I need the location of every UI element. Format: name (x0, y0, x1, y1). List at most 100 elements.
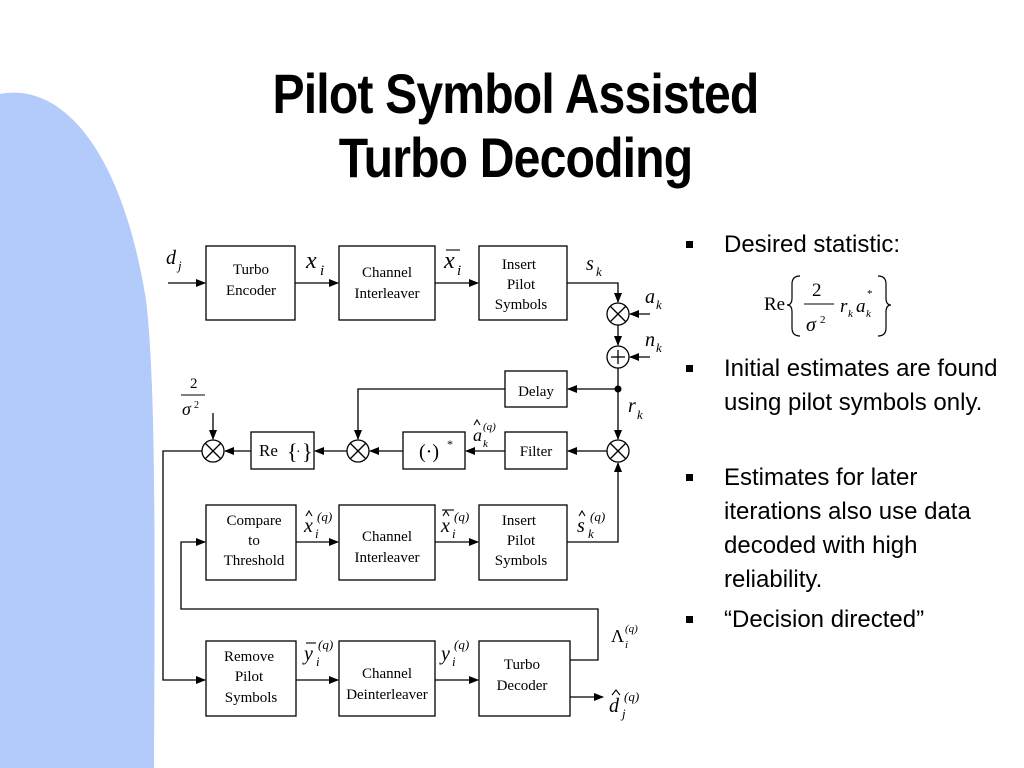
bullet-square-icon (686, 474, 693, 481)
bullet-text: Estimates for later iterations also use … (724, 464, 971, 593)
delay-label: Delay (518, 384, 554, 400)
formula-re: Re (764, 294, 785, 315)
remove-pilot-label-1: Remove (224, 649, 274, 665)
signal-xbarhat: x (440, 515, 450, 537)
signal-xhat: x (303, 515, 313, 537)
signal-dhat-sup: (q) (624, 689, 639, 704)
signal-lambda-sup: (q) (625, 623, 638, 635)
signal-s: s (586, 253, 594, 275)
formula-r: r (840, 296, 848, 317)
signal-d: d (166, 247, 177, 269)
bullet-text: Initial estimates are found using pilot … (724, 355, 998, 416)
deinterleaver-label-1: Channel (362, 666, 412, 682)
signal-ahat-sup: (q) (483, 421, 496, 433)
signal-y: y (439, 643, 450, 665)
signal-d-sub: j (176, 258, 182, 273)
signal-ahat-sub: k (483, 438, 489, 450)
desired-statistic-formula: Re 2 σ 2 r k a k * (764, 275, 892, 337)
signal-r: r (628, 395, 636, 417)
arrow-delay-to-multiplier (354, 388, 505, 440)
re-block-label: Re (259, 441, 278, 460)
signal-xbar-sub: i (457, 263, 461, 279)
signal-xbarhat-sub: i (452, 526, 456, 541)
turbo-decoder-block (478, 640, 571, 717)
deinterleaver-label-2: Deinterleaver (346, 687, 428, 703)
signal-x: x (305, 248, 317, 274)
slide-title: Pilot Symbol Assisted Turbo Decoding (75, 62, 956, 190)
signal-shat: s (577, 515, 585, 537)
signal-lambda-sub: i (625, 639, 628, 651)
background-curve-shape (0, 92, 155, 768)
arrow-sk-to-multiplier (567, 282, 622, 303)
signal-a-sub: k (656, 297, 662, 312)
signal-dhat: d (609, 695, 620, 717)
formula-denominator: σ (806, 314, 817, 336)
compare-label-1: Compare (227, 513, 282, 529)
formula-a-sub: k (866, 308, 872, 320)
signal-x-sub: i (320, 263, 324, 279)
interleaver-top-label-1: Channel (362, 265, 412, 281)
turbo-decoder-label-2: Decoder (497, 678, 548, 694)
formula-denominator-sup: 2 (820, 314, 826, 326)
signal-ahat: a (473, 425, 482, 445)
signal-a: a (645, 286, 655, 308)
signal-xhat-sub: i (315, 526, 319, 541)
bullet-square-icon (686, 616, 693, 623)
dhat-hat (611, 689, 621, 696)
ahat-hat (473, 418, 481, 426)
signal-xbar: x (443, 248, 455, 274)
interleaver-mid-label-1: Channel (362, 529, 412, 545)
signal-dhat-sub: j (620, 706, 626, 721)
signal-lambda: Λ (611, 626, 624, 646)
signal-xhat-sup: (q) (317, 509, 332, 524)
insert-top-label-2: Pilot (507, 277, 536, 293)
arrow-shat-to-multiplier (567, 462, 622, 543)
formula-numerator: 2 (812, 280, 822, 301)
title-line-2: Turbo Decoding (338, 126, 693, 189)
signal-s-sub: k (596, 264, 602, 279)
formula-left-brace (786, 275, 801, 337)
conj-star: * (447, 437, 453, 451)
remove-pilot-label-2: Pilot (235, 669, 264, 685)
formula-r-sub: k (848, 308, 854, 320)
signal-sigma: σ (182, 399, 192, 419)
turbo-decoder-label-1: Turbo (504, 657, 540, 673)
block-diagram: Turbo Encoder Channel Interleaver Insert… (162, 245, 662, 721)
arrow-lambda-feedback (180, 538, 599, 661)
formula-right-brace (877, 275, 892, 337)
signal-shat-sub: k (588, 526, 594, 541)
insert-top-label-3: Symbols (495, 297, 548, 313)
re-brace-left: { (287, 439, 298, 464)
channel-interleaver-top-block (338, 245, 436, 321)
signal-sigma-sup: 2 (194, 400, 199, 411)
re-brace-right: } (302, 439, 313, 464)
re-dot: · (296, 445, 301, 460)
signal-n: n (645, 329, 655, 351)
signal-y-sub: i (452, 654, 456, 669)
signal-shat-sup: (q) (590, 509, 605, 524)
xhat-hat (305, 509, 313, 517)
insert-top-label-1: Insert (502, 257, 537, 273)
bullet-text: Desired statistic: (724, 231, 901, 258)
signal-n-sub: k (656, 340, 662, 355)
insert-mid-label-3: Symbols (495, 553, 548, 569)
interleaver-mid-label-2: Interleaver (355, 550, 420, 566)
insert-mid-label-1: Insert (502, 513, 537, 529)
bullet-square-icon (686, 365, 693, 372)
signal-ybar-sup: (q) (318, 637, 333, 652)
arrow-to-remove-pilot (162, 450, 206, 684)
turbo-encoder-label-1: Turbo (233, 262, 269, 278)
compare-label-2: to (248, 533, 260, 549)
compare-label-3: Threshold (224, 553, 285, 569)
signal-y-sup: (q) (454, 637, 469, 652)
signal-ybar-sub: i (316, 654, 320, 669)
channel-deinterleaver-block (338, 640, 436, 717)
signal-ybar: y (302, 643, 313, 665)
signal-xbarhat-sup: (q) (454, 509, 469, 524)
xbarhat-hat (442, 509, 450, 517)
background-curve (0, 92, 155, 768)
bullet-square-icon (686, 241, 693, 248)
filter-label: Filter (520, 444, 553, 460)
remove-pilot-block (205, 640, 297, 717)
bullet-text: “Decision directed” (724, 606, 925, 633)
